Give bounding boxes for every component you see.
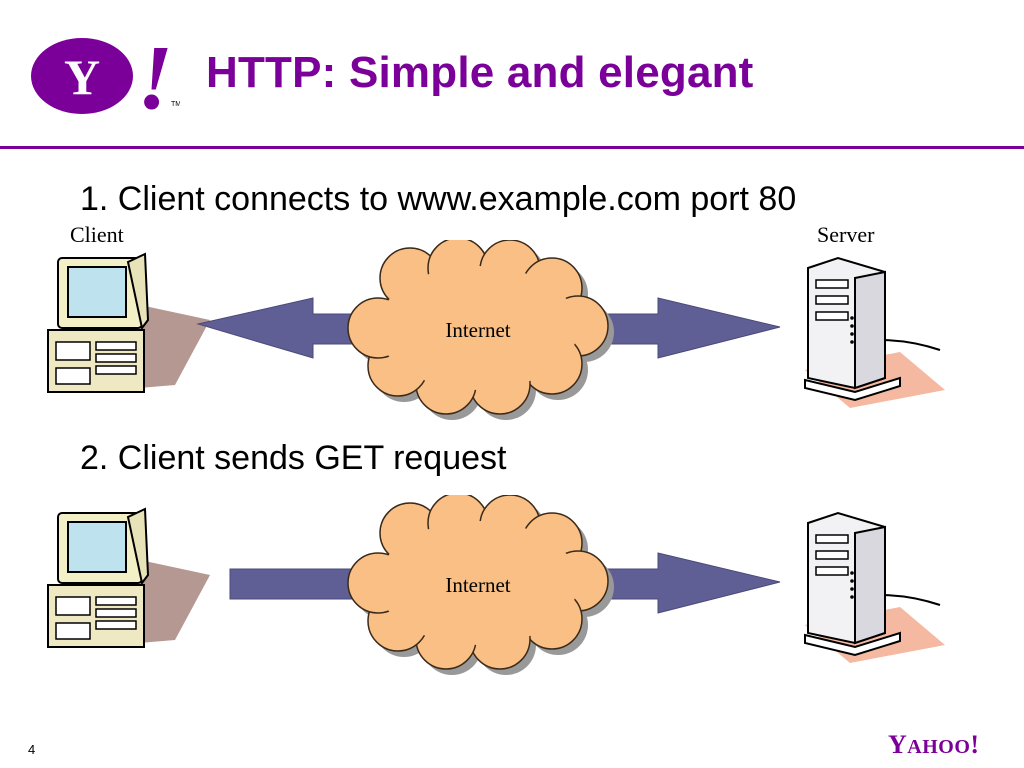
diagram-connect: Internet <box>0 240 1024 420</box>
internet-cloud-icon <box>347 495 609 670</box>
diagram-get-request: Internet <box>0 495 1024 675</box>
client-computer-icon <box>47 252 210 393</box>
logo-mark: ! <box>137 28 173 124</box>
page-number: 4 <box>28 742 36 757</box>
client-computer-icon <box>47 507 210 648</box>
logo-tm: TM <box>171 101 180 108</box>
title-divider <box>0 146 1024 149</box>
server-icon <box>804 256 945 408</box>
logo-letter: Y <box>64 49 100 105</box>
step-2-text: 2. Client sends GET request <box>80 439 507 477</box>
page-title: HTTP: Simple and elegant <box>206 48 754 97</box>
server-label: Server <box>817 222 875 247</box>
footer-yahoo-logo-icon: YAHOO! <box>888 730 980 760</box>
footer-logo-big: Y <box>888 730 908 759</box>
step-1-text: 1. Client connects to www.example.com po… <box>80 180 797 218</box>
client-label: Client <box>70 222 124 247</box>
footer-logo-small: AHOO <box>907 736 971 758</box>
cloud-label: Internet <box>445 318 510 342</box>
yahoo-logo-icon: Y ! TM <box>31 28 180 124</box>
footer-logo-mark: ! <box>970 730 980 759</box>
cloud-label: Internet <box>445 573 510 597</box>
internet-cloud-icon <box>347 240 609 415</box>
server-icon <box>804 511 945 663</box>
